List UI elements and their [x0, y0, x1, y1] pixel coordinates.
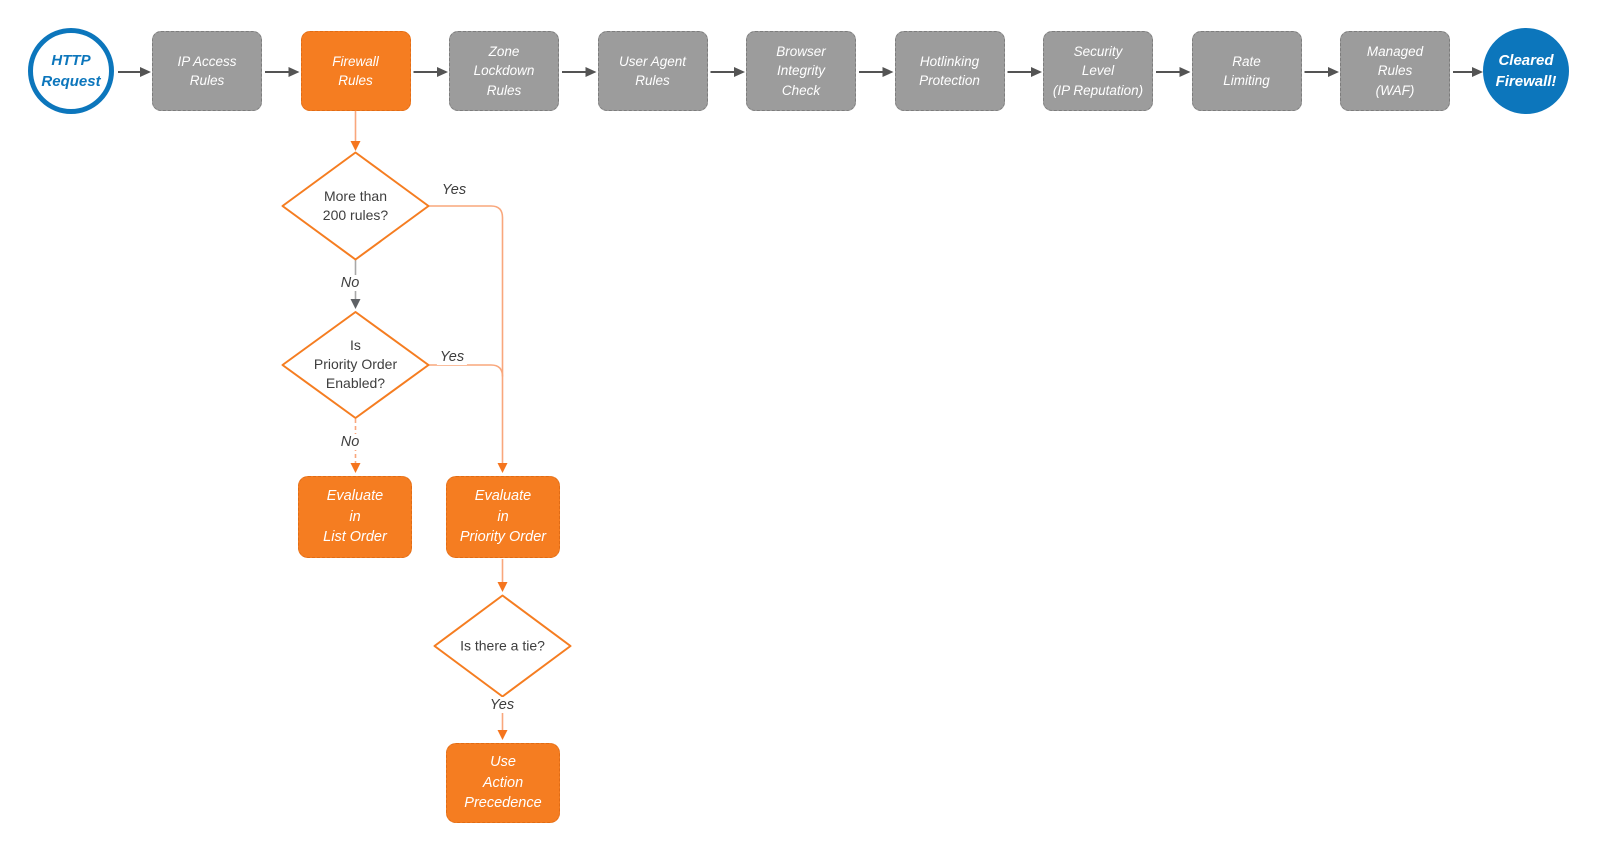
node-security-level-label: Security Level (IP Reputation): [1052, 44, 1144, 98]
node-firewall-rules: Firewall Rules: [300, 31, 411, 111]
connector-yes-rule-count-to-priority-order-box: [428, 205, 508, 473]
node-rate-limiting-label: Rate Limiting: [1223, 53, 1270, 88]
node-ip-access-rules-label: IP Access Rules: [177, 53, 237, 88]
node-hotlinking-protection-label: Hotlinking Protection: [919, 53, 980, 88]
node-ip-access-rules: IP Access Rules: [152, 31, 262, 111]
edge-label-rule-count-no: No: [337, 275, 363, 291]
node-rate-limiting: Rate Limiting: [1191, 31, 1302, 111]
node-cleared-firewall-label: Cleared Firewall!: [1495, 51, 1557, 90]
node-evaluate-in-list-order: Evaluate in List Order: [298, 476, 412, 558]
node-http-request: HTTP Request: [28, 28, 114, 114]
node-user-agent-rules-label: User Agent Rules: [618, 53, 687, 88]
decision-more-than-200-rules-shape: [281, 151, 430, 261]
connector-yes-priority-enabled-merge: [428, 364, 504, 377]
node-managed-rules-waf: Managed Rules (WAF): [1340, 31, 1450, 111]
decision-more-than-200-rules-label: More than 200 rules?: [322, 187, 389, 223]
node-security-level: Security Level (IP Reputation): [1043, 31, 1153, 111]
decision-priority-order-enabled-label: Is Priority Order Enabled?: [313, 337, 398, 392]
node-evaluate-in-priority-order-label: Evaluate in Priority Order: [459, 488, 547, 546]
node-firewall-rules-label: Firewall Rules: [332, 53, 379, 88]
edge-label-rule-count-yes: Yes: [438, 182, 470, 198]
node-http-request-label: HTTP Request: [41, 51, 101, 90]
node-use-action-precedence: Use Action Precedence: [446, 743, 560, 823]
node-evaluate-in-priority-order: Evaluate in Priority Order: [446, 476, 560, 558]
node-browser-integrity-check-label: Browser Integrity Check: [776, 44, 826, 98]
edge-label-priority-enabled-no: No: [337, 434, 363, 450]
node-evaluate-in-list-order-label: Evaluate in List Order: [323, 488, 387, 546]
node-managed-rules-waf-label: Managed Rules (WAF): [1366, 44, 1424, 98]
decision-is-there-a-tie-label: Is there a tie?: [460, 637, 545, 654]
edge-label-priority-enabled-yes: Yes: [436, 349, 468, 365]
decision-is-there-a-tie-shape: [433, 594, 572, 698]
node-hotlinking-protection: Hotlinking Protection: [894, 31, 1005, 111]
node-browser-integrity-check: Browser Integrity Check: [746, 31, 856, 111]
node-zone-lockdown-rules-label: Zone Lockdown Rules: [473, 44, 535, 98]
edge-label-tie-yes: Yes: [486, 697, 518, 713]
decision-priority-order-enabled-shape: [281, 311, 430, 419]
node-use-action-precedence-label: Use Action Precedence: [464, 754, 542, 812]
node-cleared-firewall: Cleared Firewall!: [1483, 28, 1569, 114]
node-zone-lockdown-rules: Zone Lockdown Rules: [449, 31, 559, 111]
node-user-agent-rules: User Agent Rules: [597, 31, 708, 111]
